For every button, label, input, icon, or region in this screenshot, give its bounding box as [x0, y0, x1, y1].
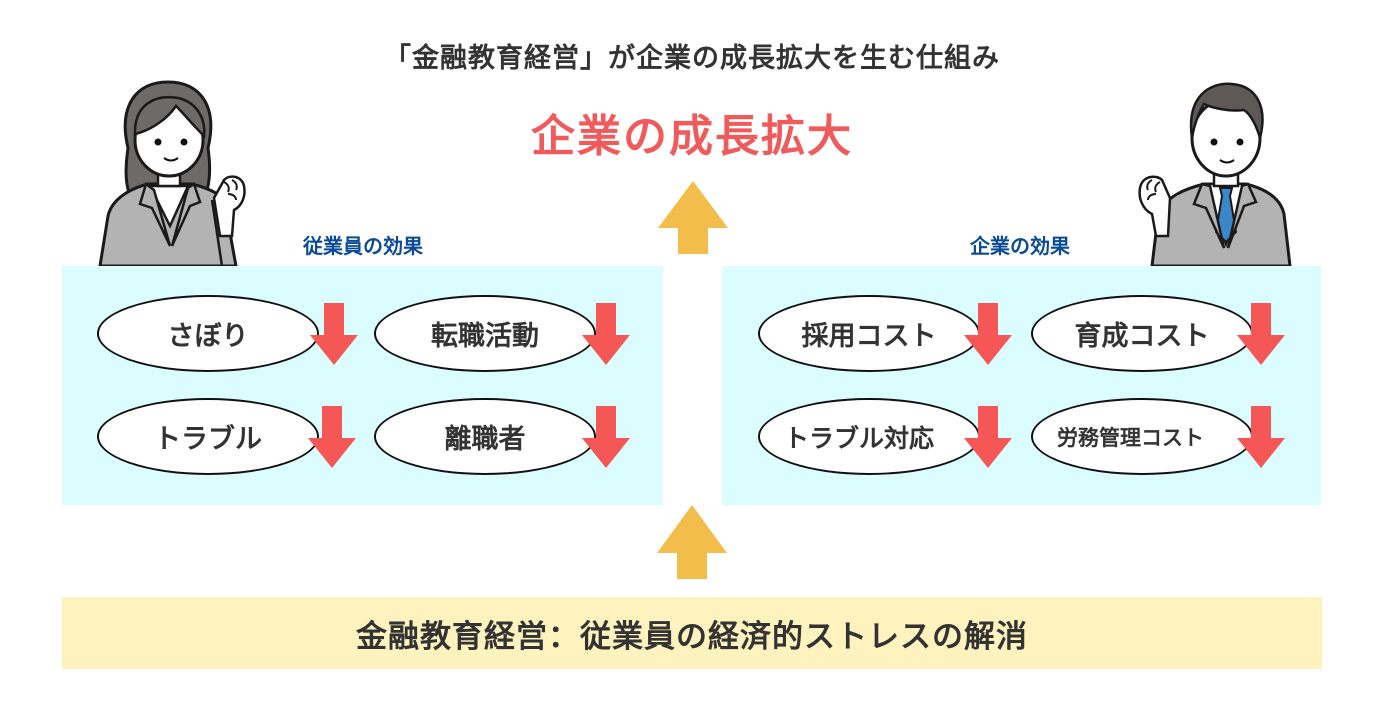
effect-item-label: 転職活動	[431, 321, 539, 352]
effect-item-label: さぼり	[167, 321, 249, 352]
arrow-down-icon	[308, 406, 356, 468]
arrow-up-icon	[657, 505, 727, 579]
employee-effects-label: 従業員の効果	[303, 234, 423, 258]
diagram-title: 「金融教育経営」が企業の成長拡大を生む仕組み	[384, 43, 1000, 74]
employee-effects-panel: さぼり 転職活動 トラブル 離職者	[62, 266, 663, 505]
arrow-up-icon	[658, 181, 728, 254]
businesswoman-illustration	[98, 80, 246, 266]
effect-item-label: 労務管理コスト	[1057, 425, 1204, 450]
foundation-label: 金融教育経営：従業員の経済的ストレスの解消	[356, 618, 1028, 655]
effect-item-trouble: トラブル	[97, 398, 319, 475]
arrow-down-icon	[1237, 406, 1285, 468]
effect-item-slacking: さぼり	[97, 295, 319, 372]
company-effects-label: 企業の効果	[970, 234, 1070, 258]
effect-item-turnover: 離職者	[374, 398, 596, 475]
arrow-down-icon	[964, 406, 1012, 468]
effect-item-trouble-handling: トラブル対応	[758, 398, 980, 475]
company-effects-panel: 採用コスト 育成コスト トラブル対応 労務管理コスト	[722, 266, 1321, 505]
headline-company-growth: 企業の成長拡大	[531, 111, 853, 162]
arrow-down-icon	[582, 406, 630, 468]
arrow-down-icon	[964, 303, 1012, 365]
effect-item-job-hunting: 転職活動	[374, 295, 596, 372]
arrow-down-icon	[582, 303, 630, 365]
businessman-illustration	[1138, 82, 1292, 266]
effect-item-training-cost: 育成コスト	[1031, 295, 1253, 372]
effect-item-labor-management-cost: 労務管理コスト	[1031, 398, 1253, 475]
arrow-down-icon	[1237, 303, 1285, 365]
effect-item-label: 離職者	[444, 424, 526, 455]
effect-item-label: トラブル	[154, 424, 262, 455]
effect-item-recruiting-cost: 採用コスト	[758, 295, 980, 372]
effect-item-label: トラブル対応	[784, 423, 935, 453]
effect-item-label: 育成コスト	[1074, 321, 1210, 352]
arrow-down-icon	[310, 303, 358, 365]
foundation-banner: 金融教育経営：従業員の経済的ストレスの解消	[62, 597, 1322, 669]
effect-item-label: 採用コスト	[801, 321, 937, 352]
